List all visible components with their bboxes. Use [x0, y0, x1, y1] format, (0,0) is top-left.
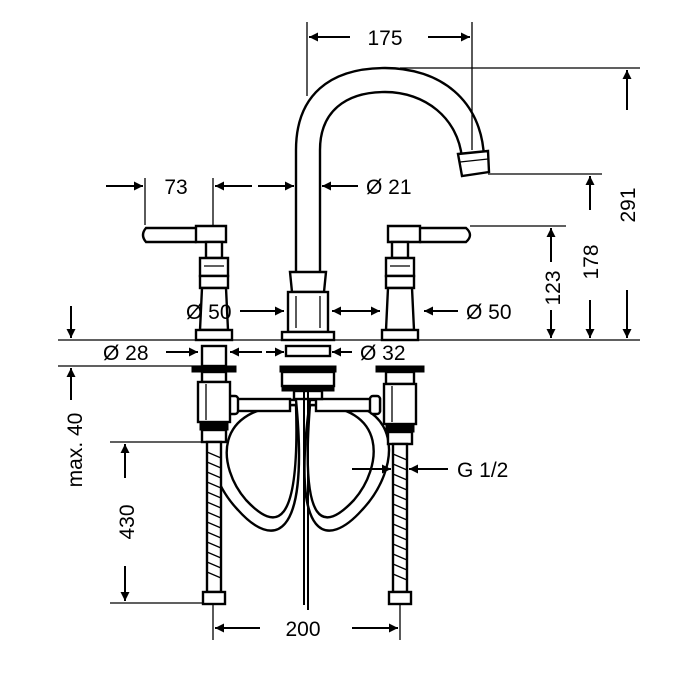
dim-right-handle-diameter: Ø 50 [346, 301, 512, 324]
dim-hose-length: 430 [110, 441, 206, 604]
dim-valve-diameter: Ø 28 [103, 342, 262, 365]
dim-valve-diameter-label: Ø 28 [103, 342, 149, 365]
dim-outlet-height-label: 178 [580, 244, 603, 279]
dim-spout-reach: 175 [306, 22, 473, 150]
dim-right-handle-diameter-label: Ø 50 [466, 301, 512, 324]
dim-handle-offset-label: 73 [164, 176, 187, 199]
dim-handle-height: 123 [470, 225, 566, 338]
flexible-hose [210, 398, 391, 532]
dim-center-spacing: 200 [212, 605, 401, 641]
faucet-body [58, 66, 640, 610]
right-handle-assembly [375, 224, 472, 606]
dim-max-deck-thickness-label: max. 40 [64, 413, 87, 488]
dim-handle-base-diameter-label: Ø 50 [186, 301, 232, 324]
dim-connection-thread: G 1/2 [352, 459, 508, 482]
dim-handle-offset: 73 [106, 176, 252, 225]
spout [294, 66, 491, 272]
left-handle-assembly [141, 224, 237, 606]
dim-center-spacing-label: 200 [285, 618, 320, 641]
dim-spout-base-diameter: Ø 32 [266, 342, 406, 365]
dim-spout-reach-label: 175 [367, 27, 402, 50]
dim-max-deck-thickness: max. 40 [64, 306, 87, 487]
dim-connection-thread-label: G 1/2 [457, 459, 508, 482]
spout-base [279, 270, 337, 610]
dim-total-height: 291 [400, 67, 640, 338]
dim-spout-diameter-label: Ø 21 [366, 176, 412, 199]
cross-connector-hoses [226, 394, 382, 416]
dimension-annotations: 175 73 Ø 21 291 178 [64, 22, 640, 641]
dim-handle-base-diameter: Ø 50 [186, 301, 370, 324]
dim-hose-length-label: 430 [116, 504, 139, 539]
dim-spout-diameter: Ø 21 [258, 176, 412, 199]
dim-total-height-label: 291 [617, 187, 640, 222]
dim-outlet-height: 178 [488, 173, 603, 338]
dim-spout-base-diameter-label: Ø 32 [360, 342, 406, 365]
dim-handle-height-label: 123 [542, 270, 565, 305]
